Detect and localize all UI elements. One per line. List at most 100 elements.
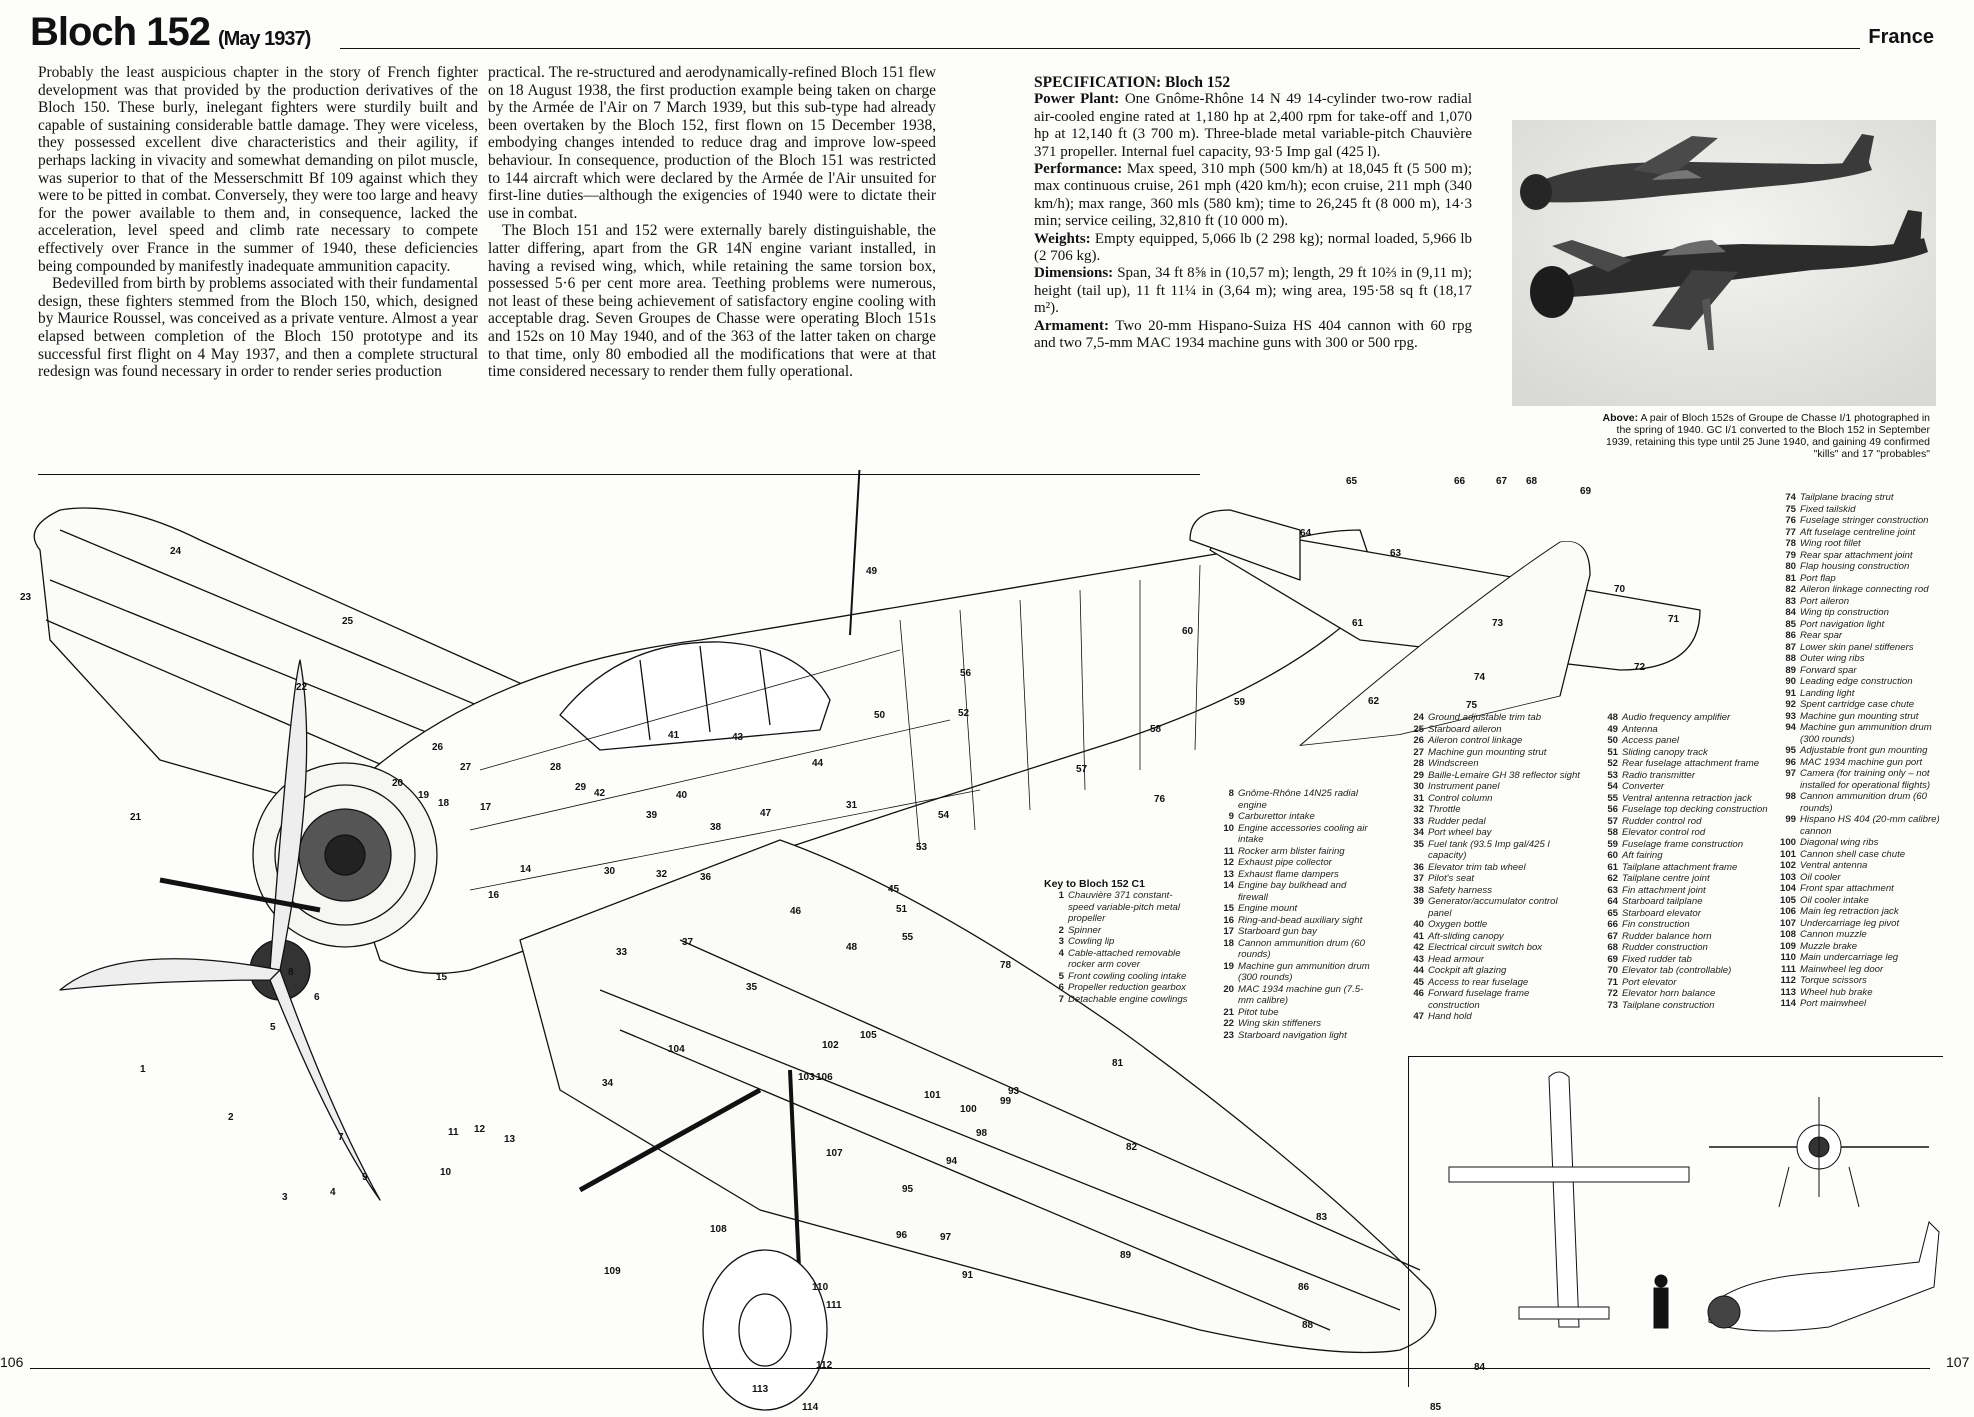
- key-number: 9: [1228, 811, 1234, 822]
- key-number: 60: [1607, 850, 1618, 861]
- key-text: Sliding canopy track: [1622, 746, 1708, 758]
- key-number: 94: [1785, 722, 1796, 733]
- callout-number: 31: [846, 800, 858, 811]
- callout-number: 63: [1390, 548, 1402, 559]
- body-paragraph: The Bloch 151 and 152 were externally ba…: [488, 222, 936, 381]
- callout-number: 10: [440, 1167, 452, 1178]
- key-item: 68 Rudder construction: [1598, 942, 1774, 954]
- key-number: 52: [1607, 758, 1618, 769]
- key-text: Chauvière 371 constant-speed variable-pi…: [1068, 890, 1180, 924]
- key-number: 28: [1413, 758, 1424, 769]
- key-number: 1: [1058, 890, 1064, 901]
- key-text: Hispano HS 404 (20-mm calibre) cannon: [1800, 814, 1940, 837]
- page-number-left: 106: [0, 1354, 24, 1370]
- spec-label: Weights:: [1034, 230, 1091, 247]
- key-number: 98: [1785, 791, 1796, 802]
- key-text: Port navigation light: [1800, 618, 1885, 630]
- key-text: Carburettor intake: [1238, 811, 1315, 822]
- callout-number: 57: [1076, 764, 1088, 775]
- callout-number: 102: [822, 1040, 839, 1051]
- callout-number: 42: [594, 788, 606, 799]
- key-number: 68: [1607, 942, 1618, 953]
- key-number: 65: [1607, 907, 1618, 919]
- key-text: Aileron control linkage: [1428, 735, 1523, 746]
- spec-item: Weights: Empty equipped, 5,066 lb (2 298…: [1034, 231, 1472, 266]
- key-number: 16: [1223, 914, 1234, 926]
- photo-illustration: [1512, 120, 1936, 406]
- key-text: Main undercarriage leg: [1800, 952, 1899, 963]
- callout-number: 99: [1000, 1096, 1012, 1107]
- key-text: Head armour: [1428, 953, 1484, 965]
- key-number: 114: [1780, 998, 1796, 1009]
- key-number: 78: [1785, 538, 1796, 549]
- spec-label: Armament:: [1034, 317, 1109, 334]
- callout-number: 32: [656, 869, 668, 880]
- key-text: Port aileron: [1800, 595, 1850, 607]
- key-text: Camera (for training only – not installe…: [1800, 768, 1931, 791]
- key-number: 85: [1785, 618, 1796, 630]
- key-number: 10: [1223, 822, 1234, 834]
- key-text: Rudder construction: [1622, 942, 1708, 953]
- callout-number: 4: [330, 1187, 336, 1198]
- key-number: 74: [1785, 492, 1796, 503]
- key-number: 72: [1607, 988, 1618, 999]
- key-number: 67: [1607, 930, 1618, 942]
- key-number: 13: [1223, 868, 1234, 880]
- callout-number: 114: [802, 1402, 819, 1413]
- callout-number: 8: [288, 967, 294, 978]
- key-title: Key to Bloch 152 C1: [1044, 878, 1145, 890]
- key-text: Fixed rudder tab: [1622, 953, 1692, 965]
- key-number: 88: [1785, 653, 1796, 664]
- key-number: 45: [1413, 976, 1424, 988]
- footer-rule-left: [30, 1368, 1430, 1369]
- key-text: Oil cooler intake: [1800, 894, 1869, 906]
- key-text: Ring-and-bead auxiliary sight: [1238, 914, 1363, 926]
- key-number: 55: [1607, 792, 1618, 804]
- key-text: Rear spar: [1800, 630, 1843, 641]
- key-item: 9 Carburettor intake: [1214, 811, 1372, 823]
- callout-number: 46: [790, 906, 802, 917]
- key-number: 42: [1413, 942, 1424, 953]
- callout-number: 67: [1496, 476, 1508, 487]
- key-text: Machine gun mounting strut: [1428, 746, 1547, 758]
- spec-text: Two 20-mm Hispano-Suiza HS 404 cannon wi…: [1034, 317, 1472, 352]
- body-column-2: practical. The re-structured and aerodyn…: [488, 64, 936, 381]
- key-text: Throttle: [1428, 804, 1461, 815]
- key-number: 27: [1413, 746, 1424, 758]
- key-number: 21: [1223, 1006, 1234, 1018]
- key-text: Mainwheel leg door: [1800, 963, 1884, 975]
- key-text: Elevator tab (controllable): [1622, 965, 1732, 976]
- key-number: 99: [1785, 814, 1796, 825]
- callout-number: 107: [826, 1148, 843, 1159]
- key-text: Port flap: [1800, 572, 1836, 584]
- key-text: Flap housing construction: [1800, 561, 1910, 572]
- callout-number: 40: [676, 790, 688, 801]
- callout-number: 49: [866, 566, 878, 577]
- key-text: Oil cooler: [1800, 871, 1841, 883]
- key-text: Starboard gun bay: [1238, 926, 1317, 937]
- callout-number: 85: [1430, 1402, 1442, 1413]
- key-number: 43: [1413, 953, 1424, 965]
- key-text: Front cowling cooling intake: [1068, 970, 1187, 982]
- callout-number: 12: [474, 1124, 486, 1135]
